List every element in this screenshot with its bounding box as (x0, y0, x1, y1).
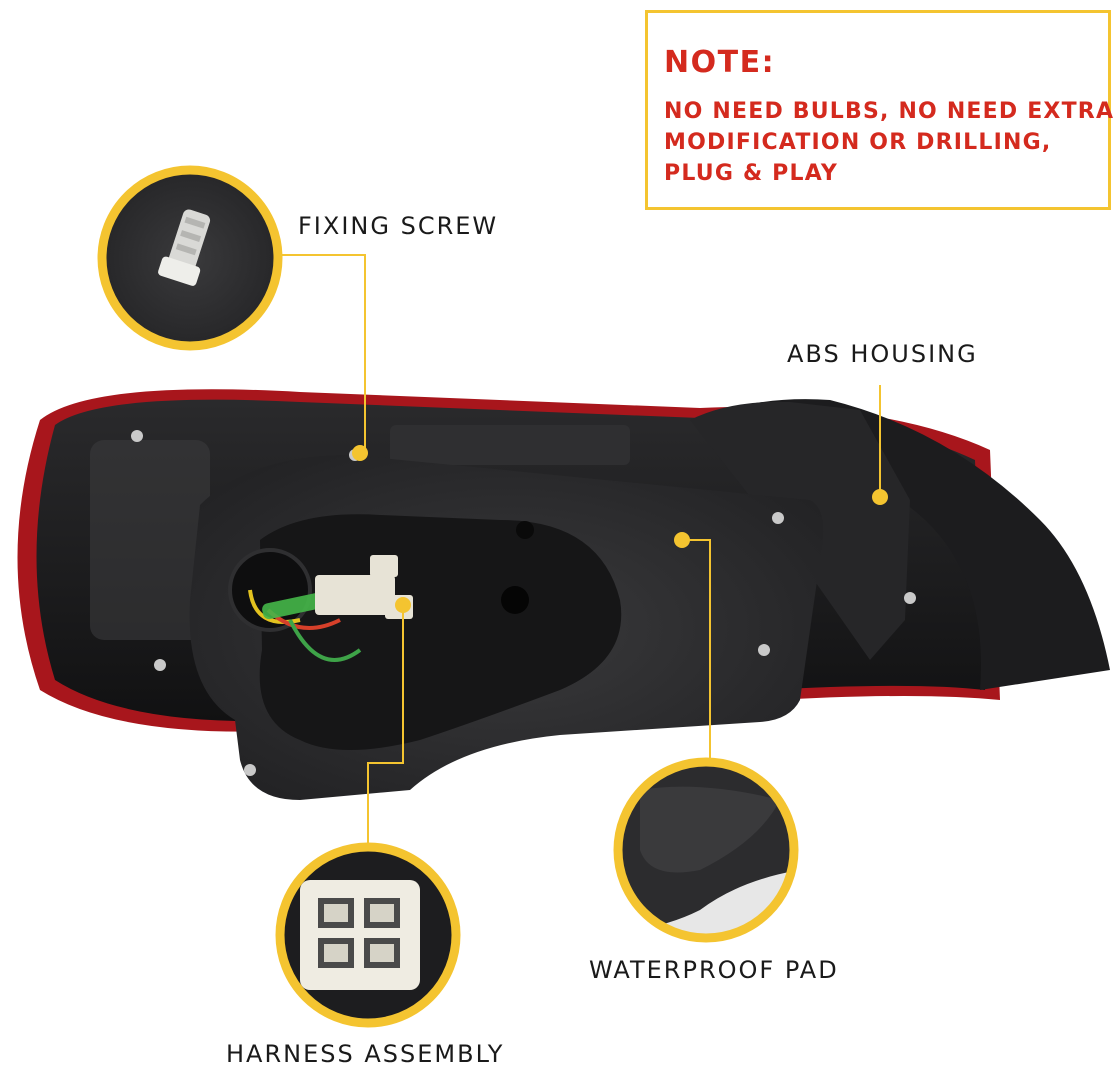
note-line-1: NO NEED BULBS, NO NEED EXTRA (664, 99, 1115, 124)
fixing-screw-label: FIXING SCREW (298, 212, 499, 240)
harness-assembly-detail-circle (275, 842, 461, 1028)
waterproof-pad (189, 455, 824, 800)
note-line-2: MODIFICATION OR DRILLING, (664, 130, 1052, 155)
waterproof-pad-detail-circle (613, 757, 799, 943)
waterproof-pad-label: WATERPROOF PAD (589, 956, 839, 984)
note-title: NOTE: (664, 45, 776, 80)
note-line-3: PLUG & PLAY (664, 161, 838, 186)
abs-housing-label: ABS HOUSING (787, 340, 978, 368)
fixing-screw-detail-circle (97, 165, 283, 351)
leader-dots (352, 445, 888, 613)
note-box: NOTE: NO NEED BULBS, NO NEED EXTRA MODIF… (645, 10, 1115, 210)
leader-lines (280, 254, 881, 845)
harness-assembly-label: HARNESS ASSEMBLY (226, 1040, 505, 1068)
